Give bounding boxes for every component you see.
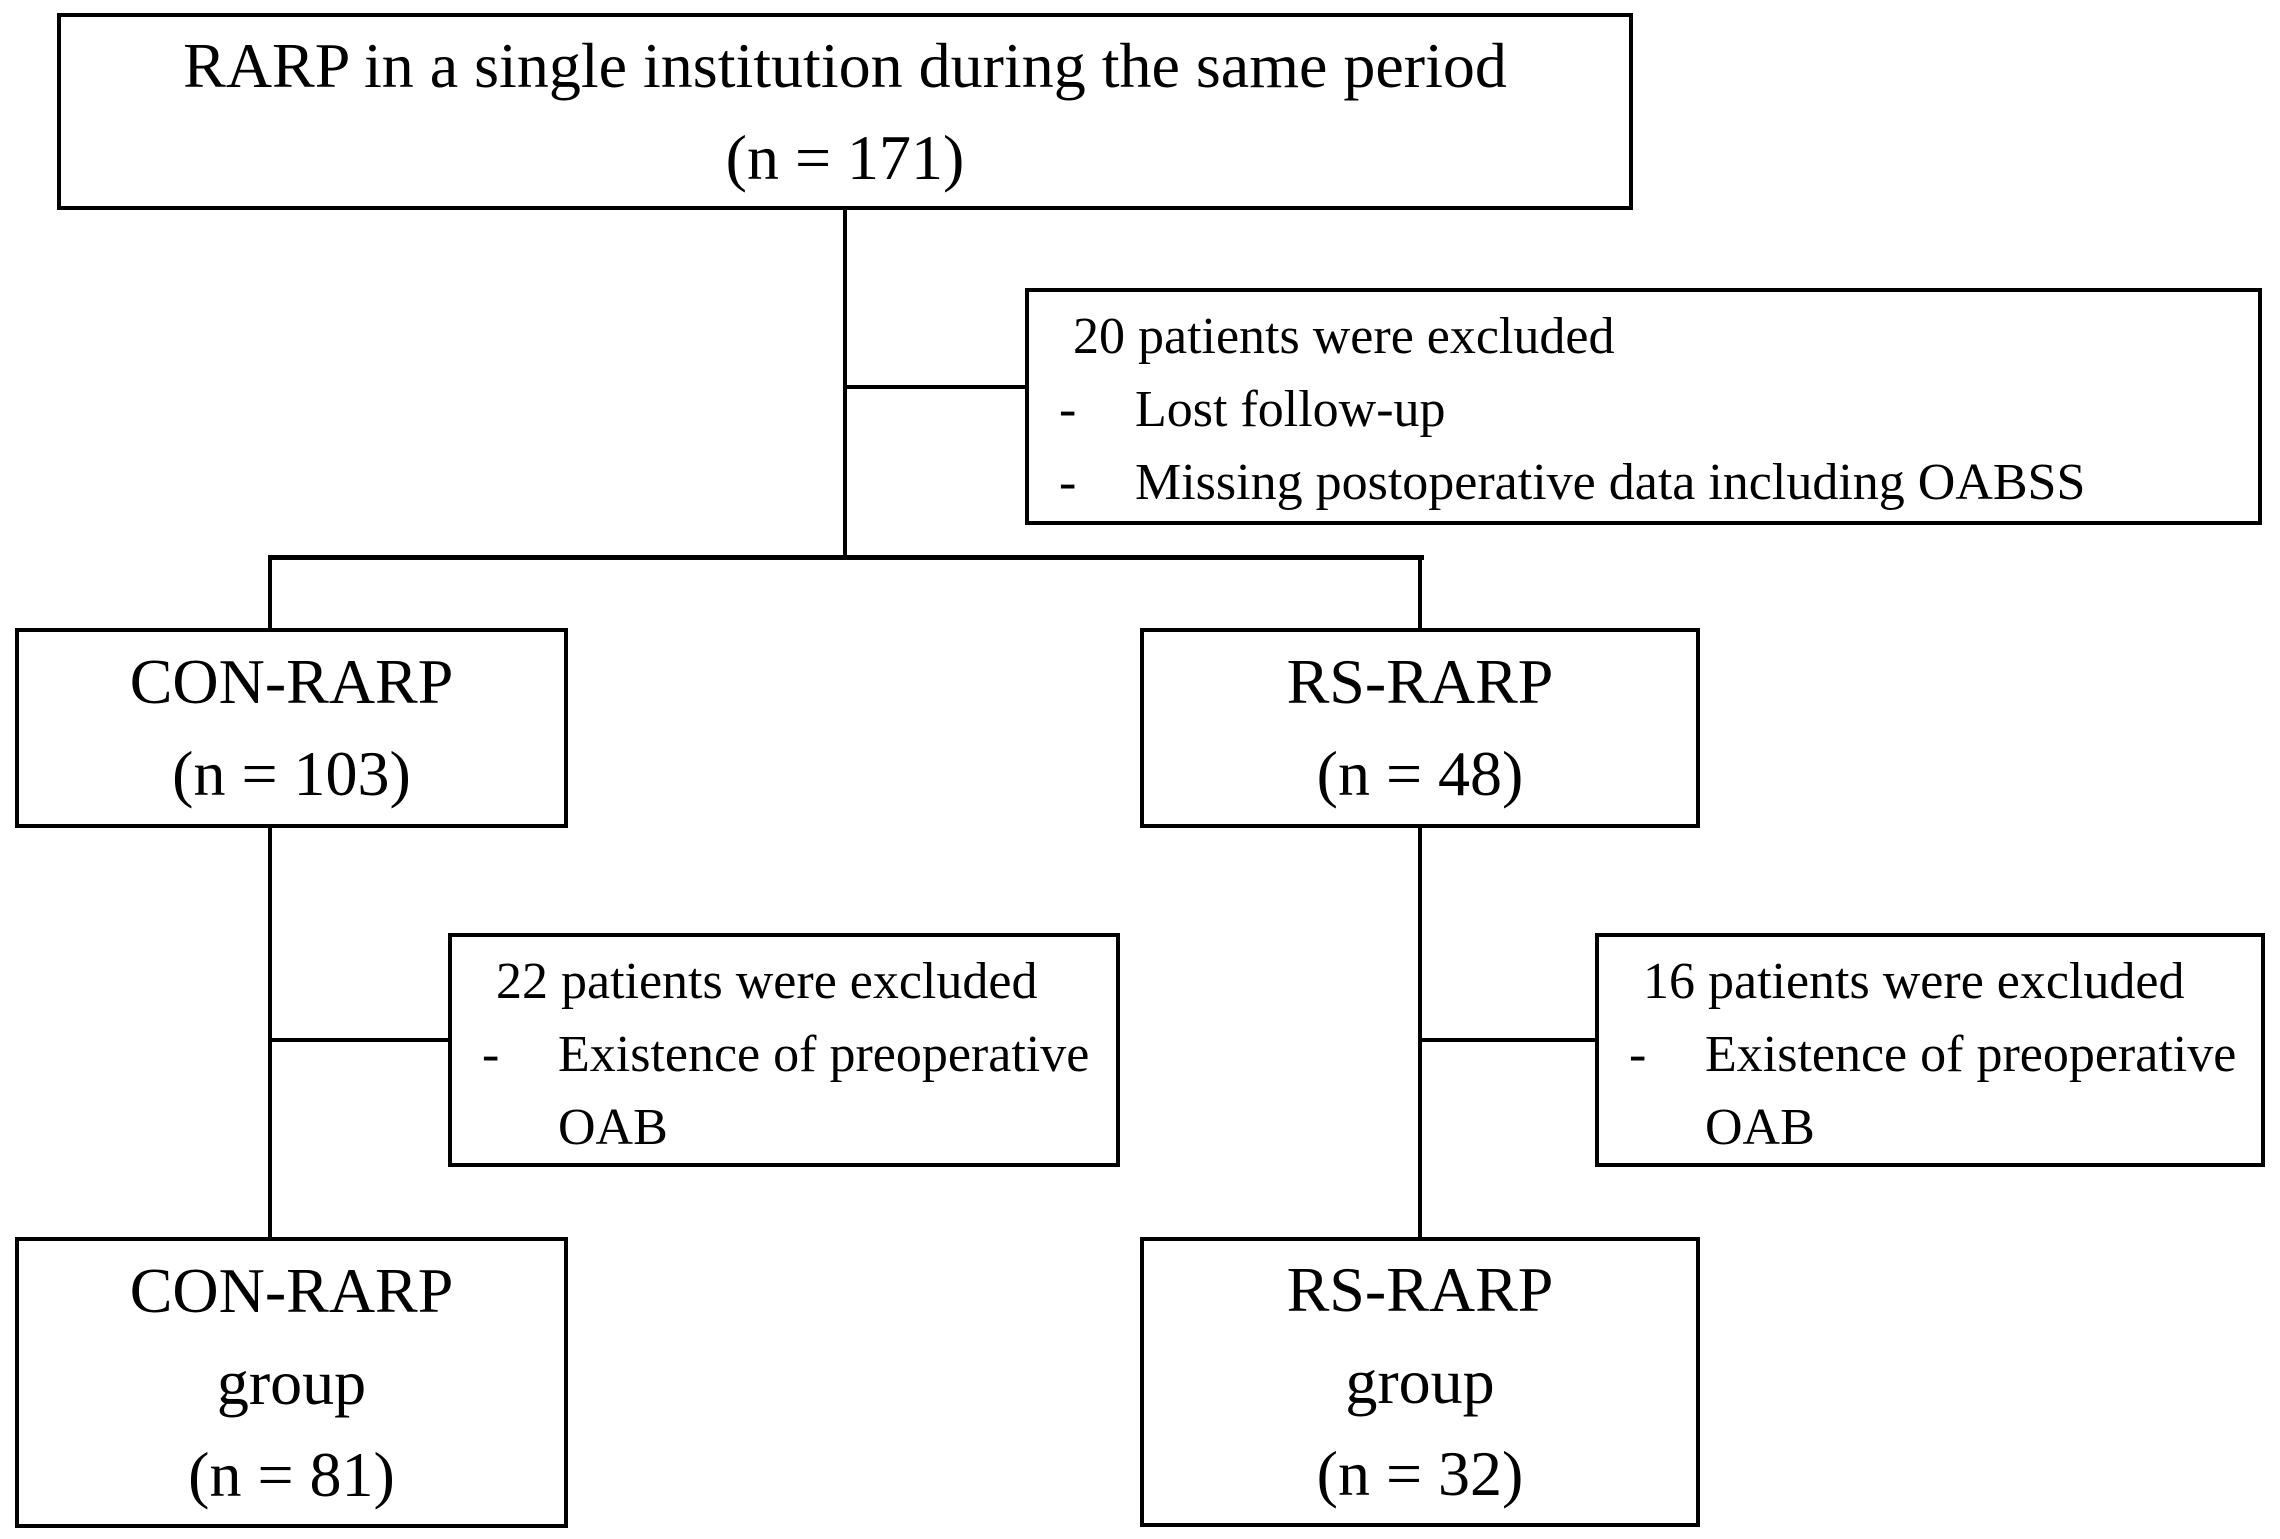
rs-rarp-label: RS-RARP xyxy=(1286,646,1554,717)
bullet-dash: - xyxy=(1059,454,1077,511)
con-rarp-group-word: group xyxy=(216,1346,367,1418)
exclusion-item-text: Existence of preoperative OAB xyxy=(1705,1026,2237,1156)
source-box-count: (n = 171) xyxy=(725,121,965,193)
exclusion-initial-item: - Missing postoperative data including O… xyxy=(1059,446,2240,519)
source-box-title: RARP in a single institution during the … xyxy=(183,29,1507,101)
exclusion-con-title: 22 patients were excluded xyxy=(496,953,1038,1010)
exclusion-item-text: Lost follow-up xyxy=(1135,381,1446,438)
rs-rarp-count: (n = 48) xyxy=(1316,738,1524,809)
connector-left-branch-upper xyxy=(268,555,272,630)
con-rarp-group-box: CON-RARP group (n = 81) xyxy=(15,1237,568,1528)
exclusion-con-item: - Existence of preoperative OAB xyxy=(482,1018,1098,1164)
exclusion-con-box: 22 patients were excluded - Existence of… xyxy=(448,933,1120,1167)
exclusion-rs-title: 16 patients were excluded xyxy=(1643,953,2185,1010)
con-rarp-group-label: CON-RARP xyxy=(129,1254,454,1326)
con-rarp-count: (n = 103) xyxy=(172,738,411,809)
bullet-dash: - xyxy=(482,1026,500,1083)
exclusion-item-text: Missing postoperative data including OAB… xyxy=(1135,454,2086,511)
connector-right-branch-lower xyxy=(1418,828,1422,1239)
rs-rarp-group-word: group xyxy=(1345,1346,1495,1417)
con-rarp-label: CON-RARP xyxy=(129,646,454,717)
connector-source-vertical xyxy=(843,210,847,559)
exclusion-initial-title: 20 patients were excluded xyxy=(1073,308,1615,365)
exclusion-initial-box: 20 patients were excluded - Lost follow-… xyxy=(1025,288,2262,525)
connector-left-branch-lower xyxy=(268,828,272,1239)
rs-rarp-group-label: RS-RARP xyxy=(1286,1254,1554,1325)
rs-rarp-box: RS-RARP (n = 48) xyxy=(1140,628,1700,828)
bullet-dash: - xyxy=(1059,381,1077,438)
exclusion-rs-box: 16 patients were excluded - Existence of… xyxy=(1595,933,2265,1167)
connector-right-branch-upper xyxy=(1418,555,1422,630)
connector-split-horizontal xyxy=(268,555,1424,560)
rs-rarp-group-box: RS-RARP group (n = 32) xyxy=(1140,1237,1700,1527)
source-box: RARP in a single institution during the … xyxy=(57,13,1633,210)
connector-elbow-initial-exclusion xyxy=(845,385,1027,389)
exclusion-rs-item: - Existence of preoperative OAB xyxy=(1629,1018,2243,1164)
bullet-dash: - xyxy=(1629,1026,1647,1083)
exclusion-item-text: Existence of preoperative OAB xyxy=(558,1026,1090,1156)
connector-elbow-con-exclusion xyxy=(270,1038,450,1042)
con-rarp-box: CON-RARP (n = 103) xyxy=(15,628,568,828)
exclusion-initial-item: - Lost follow-up xyxy=(1059,373,2240,446)
connector-elbow-rs-exclusion xyxy=(1420,1038,1597,1042)
con-rarp-group-count: (n = 81) xyxy=(188,1438,395,1510)
rs-rarp-group-count: (n = 32) xyxy=(1316,1438,1524,1509)
